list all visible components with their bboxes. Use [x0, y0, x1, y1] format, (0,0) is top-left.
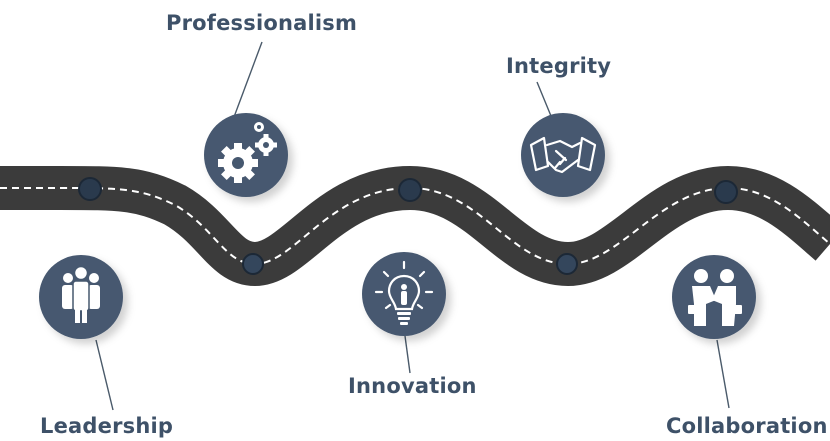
milestone-label-professionalism: Professionalism	[166, 11, 358, 35]
road-marker	[398, 178, 422, 202]
road-markers	[78, 177, 738, 275]
gears-icon	[218, 122, 277, 183]
leader-line-innovation	[404, 335, 411, 374]
milestone-label-collaboration: Collaboration	[666, 414, 828, 438]
leader-line-leadership	[95, 339, 114, 411]
road-marker	[714, 180, 738, 204]
innovation-badge	[362, 252, 446, 336]
milestone-label-leadership: Leadership	[40, 414, 174, 438]
milestone-label-innovation: Innovation	[348, 374, 477, 398]
road-marker	[242, 253, 264, 275]
leader-line-integrity	[536, 81, 552, 117]
road-marker	[556, 253, 578, 275]
lightbulb-idea-icon	[374, 260, 434, 325]
leader-line-professionalism	[233, 41, 263, 118]
integrity-badge	[521, 113, 605, 197]
professionalism-badge	[204, 113, 288, 197]
handshake-icon	[529, 136, 597, 174]
road-marker	[78, 177, 102, 201]
leadership-badge	[39, 255, 123, 339]
people-group-icon	[62, 265, 100, 323]
partners-handshake-icon	[688, 269, 742, 326]
leader-line-collaboration	[716, 339, 730, 409]
milestone-label-integrity: Integrity	[506, 54, 612, 78]
collaboration-badge	[672, 255, 756, 339]
